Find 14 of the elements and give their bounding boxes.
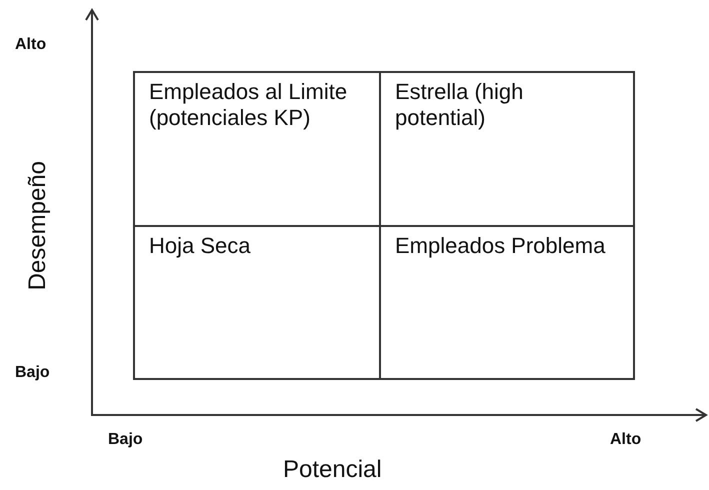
axis-tick-label: Alto <box>15 36 46 54</box>
axis-tick-label: Bajo <box>108 431 143 449</box>
quadrant-cell <box>379 71 635 227</box>
quadrant-cell <box>379 225 635 380</box>
axis-title: Desempeño <box>24 160 52 290</box>
quadrant-label: Hoja Seca <box>149 233 252 259</box>
quadrant-cell <box>133 71 381 227</box>
quadrant-label: Estrella (high potential) <box>395 79 524 131</box>
quadrant-label: Empleados al Limite (potenciales KP) <box>149 79 348 131</box>
quadrant-label: Empleados Problema <box>395 233 606 259</box>
axis-tick-label: Alto <box>610 431 642 449</box>
axis-tick-label: Bajo <box>15 364 50 382</box>
axis-title: Potencial <box>283 456 382 484</box>
quadrant-cell <box>133 225 381 380</box>
